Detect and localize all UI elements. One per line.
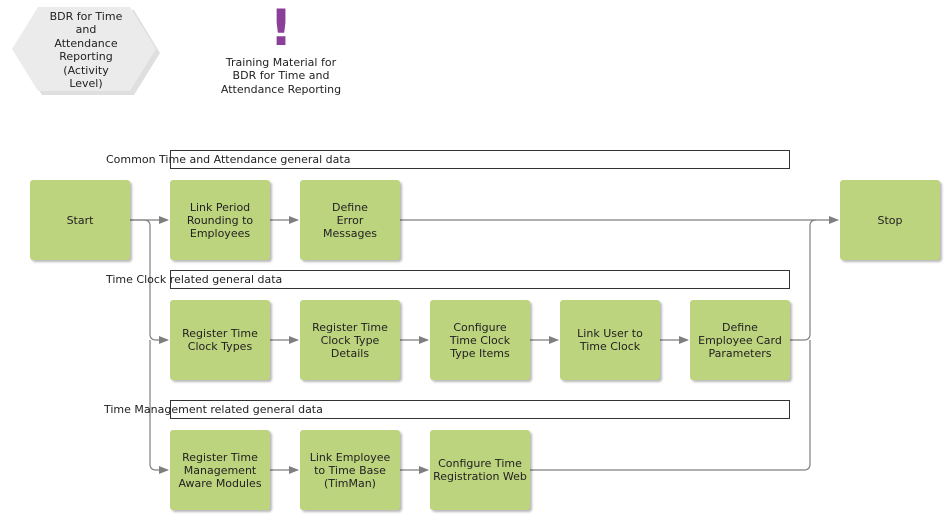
start-node[interactable]: Start	[30, 180, 130, 260]
connector-tc-stop	[790, 219, 817, 341]
connector-start-register-time-clock	[130, 219, 169, 344]
activity-register-time-clock-type-details[interactable]: Register Time Clock Type Details	[300, 300, 400, 380]
exclamation-icon[interactable]: !	[269, 0, 293, 57]
activity-register-time-clock-types[interactable]: Register Time Clock Types	[170, 300, 270, 380]
hexagon-label: BDR for Time and Attendance Reporting (A…	[49, 10, 123, 91]
lane-box-time-management	[170, 400, 790, 419]
stop-node[interactable]: Stop	[840, 180, 940, 260]
lane-label-common: Common Time and Attendance general data	[106, 153, 351, 166]
lane-box-time-clock	[170, 270, 790, 289]
connector-tm-stop	[530, 340, 811, 471]
lane-label-time-management: Time Management related general data	[104, 403, 323, 416]
process-hexagon[interactable]: BDR for Time and Attendance Reporting (A…	[10, 6, 162, 96]
activity-configure-time-registration-web[interactable]: Configure Time Registration Web	[430, 430, 530, 510]
lane-label-time-clock: Time Clock related general data	[106, 273, 283, 286]
activity-link-employee-to-time-base[interactable]: Link Employee to Time Base (TimMan)	[300, 430, 400, 510]
activity-link-period-rounding[interactable]: Link Period Rounding to Employees	[170, 180, 270, 260]
hexagon-shape-icon	[12, 7, 160, 95]
activity-register-tm-aware-modules[interactable]: Register Time Management Aware Modules	[170, 430, 270, 510]
lane-box-common	[170, 150, 790, 169]
connector-start-register-tm-modules	[149, 340, 169, 474]
note-label: Training Material for BDR for Time and A…	[220, 56, 342, 96]
activity-define-error-messages[interactable]: Define Error Messages	[300, 180, 400, 260]
activity-link-user-to-time-clock[interactable]: Link User to Time Clock	[560, 300, 660, 380]
activity-configure-time-clock-type-items[interactable]: Configure Time Clock Type Items	[430, 300, 530, 380]
activity-define-employee-card-parameters[interactable]: Define Employee Card Parameters	[690, 300, 790, 380]
